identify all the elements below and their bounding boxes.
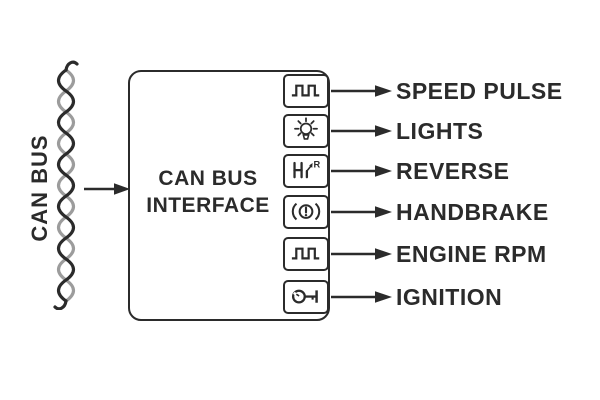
engine-rpm-arrow xyxy=(331,248,392,260)
speed-pulse-icon-box xyxy=(283,74,329,108)
can-bus-interface-label: CAN BUS INTERFACE xyxy=(132,165,284,219)
ignition-icon-box xyxy=(283,280,329,314)
can-bus-input-arrow xyxy=(84,183,130,195)
engine-rpm-label: ENGINE RPM xyxy=(396,241,547,267)
handbrake-arrow xyxy=(331,206,392,218)
handbrake-icon-box xyxy=(283,195,329,229)
interface-label-line1: CAN BUS xyxy=(158,167,258,190)
ignition-key-icon xyxy=(291,289,318,304)
handbrake-label: HANDBRAKE xyxy=(396,199,549,225)
ignition-arrow xyxy=(331,291,392,303)
pulse-wave-icon xyxy=(291,84,320,97)
reverse-icon-letter: R xyxy=(314,159,321,169)
can-bus-label: CAN BUS xyxy=(27,134,52,242)
pulse-wave-icon xyxy=(291,247,320,260)
twisted-pair-cable xyxy=(53,60,79,310)
light-bulb-icon xyxy=(294,117,318,140)
lights-icon-box xyxy=(283,114,329,148)
reverse-icon-box: R xyxy=(283,154,329,188)
speed-pulse-arrow xyxy=(331,85,392,97)
speed-pulse-label: SPEED PULSE xyxy=(396,78,563,104)
brake-warning-icon xyxy=(291,202,321,221)
lights-label: LIGHTS xyxy=(396,118,484,144)
reverse-arrow xyxy=(331,165,392,177)
engine-rpm-icon-box xyxy=(283,237,329,271)
ignition-label: IGNITION xyxy=(396,284,503,310)
reverse-label: REVERSE xyxy=(396,158,510,184)
lights-arrow xyxy=(331,125,392,137)
interface-label-line2: INTERFACE xyxy=(146,194,270,217)
gear-reverse-icon: R xyxy=(293,159,321,179)
